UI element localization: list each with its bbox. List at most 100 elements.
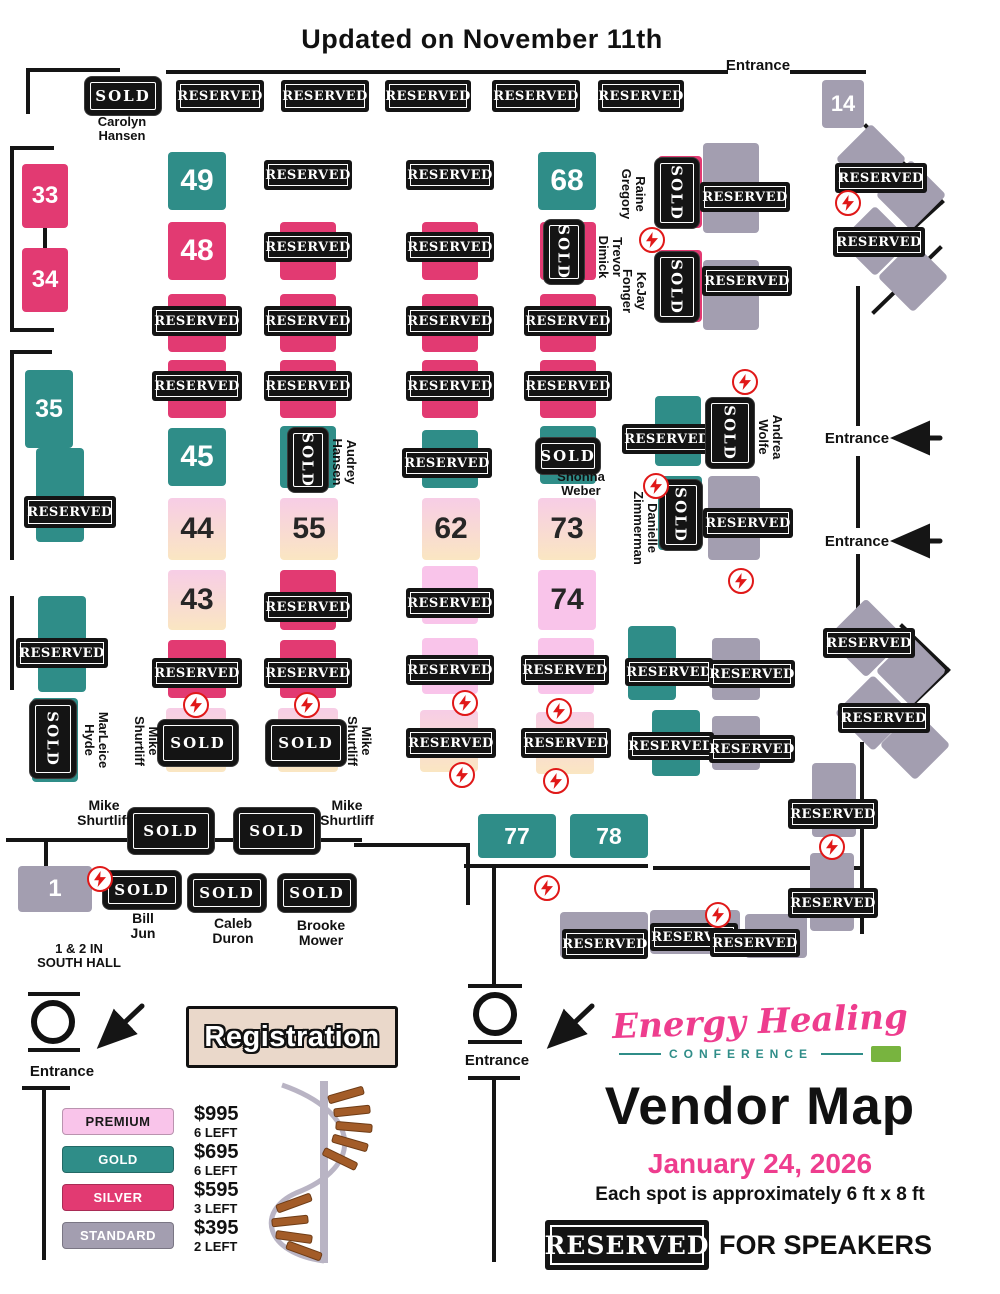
booth-number: 43 [180, 583, 214, 616]
booth-43: 43 [168, 570, 226, 630]
map-label: KeJay Fonger [620, 268, 650, 314]
reserved-badge: RESERVED [521, 728, 611, 758]
reserved-badge: RESERVED [710, 929, 800, 957]
reserved-badge-label: RESERVED [704, 273, 790, 289]
conference-logo: Energy Healing CONFERENCE [600, 997, 920, 1062]
reserved-badge: RESERVED [833, 227, 925, 257]
booth-55: 55 [280, 498, 338, 560]
sold-badge: SOLD [655, 158, 699, 228]
reserved-badge: RESERVED [402, 448, 492, 478]
reserved-badge: RESERVED [406, 655, 494, 685]
reserved-badge-label: RESERVED [154, 665, 240, 681]
sold-badge-label: SOLD [540, 447, 596, 465]
booth-number: 14 [830, 91, 856, 117]
map-label: Mike Shurtliff [345, 716, 375, 766]
reserved-badge: RESERVED [524, 371, 612, 401]
booth-14: 14 [822, 80, 864, 128]
sold-badge-label: SOLD [170, 734, 226, 752]
reserved-badge: RESERVED [700, 182, 790, 212]
sold-badge-label: SOLD [278, 734, 334, 752]
booth-number: 68 [550, 164, 584, 197]
booth-68: 68 [538, 152, 596, 210]
reserved-badge-label: RESERVED [177, 88, 263, 104]
reserved-badge: RESERVED [264, 592, 352, 622]
brand-subtitle: CONFERENCE [668, 1047, 813, 1061]
registration-label: Registration [204, 1020, 380, 1053]
for-speakers-label: FOR SPEAKERS [719, 1229, 933, 1260]
reserved-badge-label: RESERVED [712, 935, 798, 951]
booth-number: 73 [550, 512, 584, 545]
sold-badge: SOLD [536, 438, 600, 474]
reserved-badge: RESERVED [406, 232, 494, 262]
booth-number: 1 [48, 875, 62, 903]
reserved-badge: RESERVED [406, 371, 494, 401]
reserved-badge: RESERVED [406, 306, 494, 336]
map-label: Andrea Wolfe [756, 414, 786, 460]
registration-desk: Registration [186, 1006, 398, 1068]
reserved-badge-label: RESERVED [265, 378, 351, 394]
silver-remaining: 3 LEFT [194, 1200, 238, 1216]
map-label: Carolyn Hansen [97, 113, 147, 143]
sold-badge: SOLD [288, 428, 328, 492]
electricity-icon [639, 227, 665, 253]
reserved-badge-label: RESERVED [836, 234, 922, 250]
entrance-arrow-icon [546, 1003, 595, 1049]
reserved-badge: RESERVED [598, 80, 684, 112]
reserved-badge: RESERVED [281, 80, 369, 112]
reserved-badge: RESERVED [406, 728, 496, 758]
reserved-badge: RESERVED [823, 628, 915, 658]
reserved-badge: RESERVED [152, 371, 242, 401]
entrance-door-icon [31, 1000, 75, 1044]
gold-remaining: 6 LEFT [194, 1162, 238, 1178]
page-title: Updated on November 11th [301, 24, 663, 54]
reserved-badge: RESERVED [264, 232, 352, 262]
booth-62: 62 [422, 498, 480, 560]
sold-badge: SOLD [103, 871, 181, 909]
reserved-badge-label: RESERVED [265, 239, 351, 255]
reserved-badge-label: RESERVED [522, 662, 608, 678]
reserved-badge-label: RESERVED [265, 313, 351, 329]
booth-number: 49 [180, 164, 214, 197]
electricity-icon [835, 190, 861, 216]
sold-badge: SOLD [85, 77, 161, 115]
reserved-badge: RESERVED [264, 371, 352, 401]
reserved-badge-label: RESERVED [709, 666, 795, 682]
reserved-badge: RESERVED [835, 163, 927, 193]
sold-badge-label: SOLD [555, 224, 573, 280]
sold-badge-label: SOLD [249, 822, 305, 840]
reserved-badge: RESERVED [838, 703, 930, 733]
map-label: Raine Gregory [619, 168, 649, 220]
sold-badge-label: SOLD [114, 881, 170, 899]
reserved-badge: RESERVED [703, 508, 793, 538]
reserved-badge-label: RESERVED [404, 455, 490, 471]
reserved-badge-label: RESERVED [838, 170, 924, 186]
sold-badge-label: SOLD [668, 165, 686, 221]
map-heading: Vendor Map [604, 1077, 916, 1136]
booth-48: 48 [168, 222, 226, 280]
legend-swatch-standard: STANDARD [62, 1221, 174, 1249]
map-label: Entrance [824, 429, 890, 447]
reserved-badge-label: RESERVED [407, 313, 493, 329]
reserved-badge: RESERVED [625, 658, 713, 686]
map-label: Brooke Mower [296, 916, 346, 948]
booth-number: 78 [596, 822, 622, 849]
reserved-badge-label: RESERVED [407, 167, 493, 183]
map-label: 1 & 2 IN SOUTH HALL [37, 940, 121, 970]
reserved-badge-label: RESERVED [407, 595, 493, 611]
booth-number: 35 [35, 394, 63, 423]
booth-number: 48 [180, 234, 214, 267]
sold-badge: SOLD [655, 252, 699, 322]
reserved-badge-label: RESERVED [407, 239, 493, 255]
reserved-badge: RESERVED [524, 306, 612, 336]
reserved-badge: RESERVED [152, 306, 242, 336]
sold-badge: SOLD [30, 700, 76, 778]
rule-left [618, 1053, 661, 1055]
sold-badge: SOLD [266, 720, 346, 766]
booth-number: 45 [180, 440, 214, 473]
reserved-badge: RESERVED [406, 160, 494, 190]
standard-price: $395 [194, 1216, 239, 1239]
reserved-badge-label: RESERVED [407, 378, 493, 394]
reserved-badge: RESERVED [702, 266, 792, 296]
reserved-badge: RESERVED [562, 929, 648, 959]
